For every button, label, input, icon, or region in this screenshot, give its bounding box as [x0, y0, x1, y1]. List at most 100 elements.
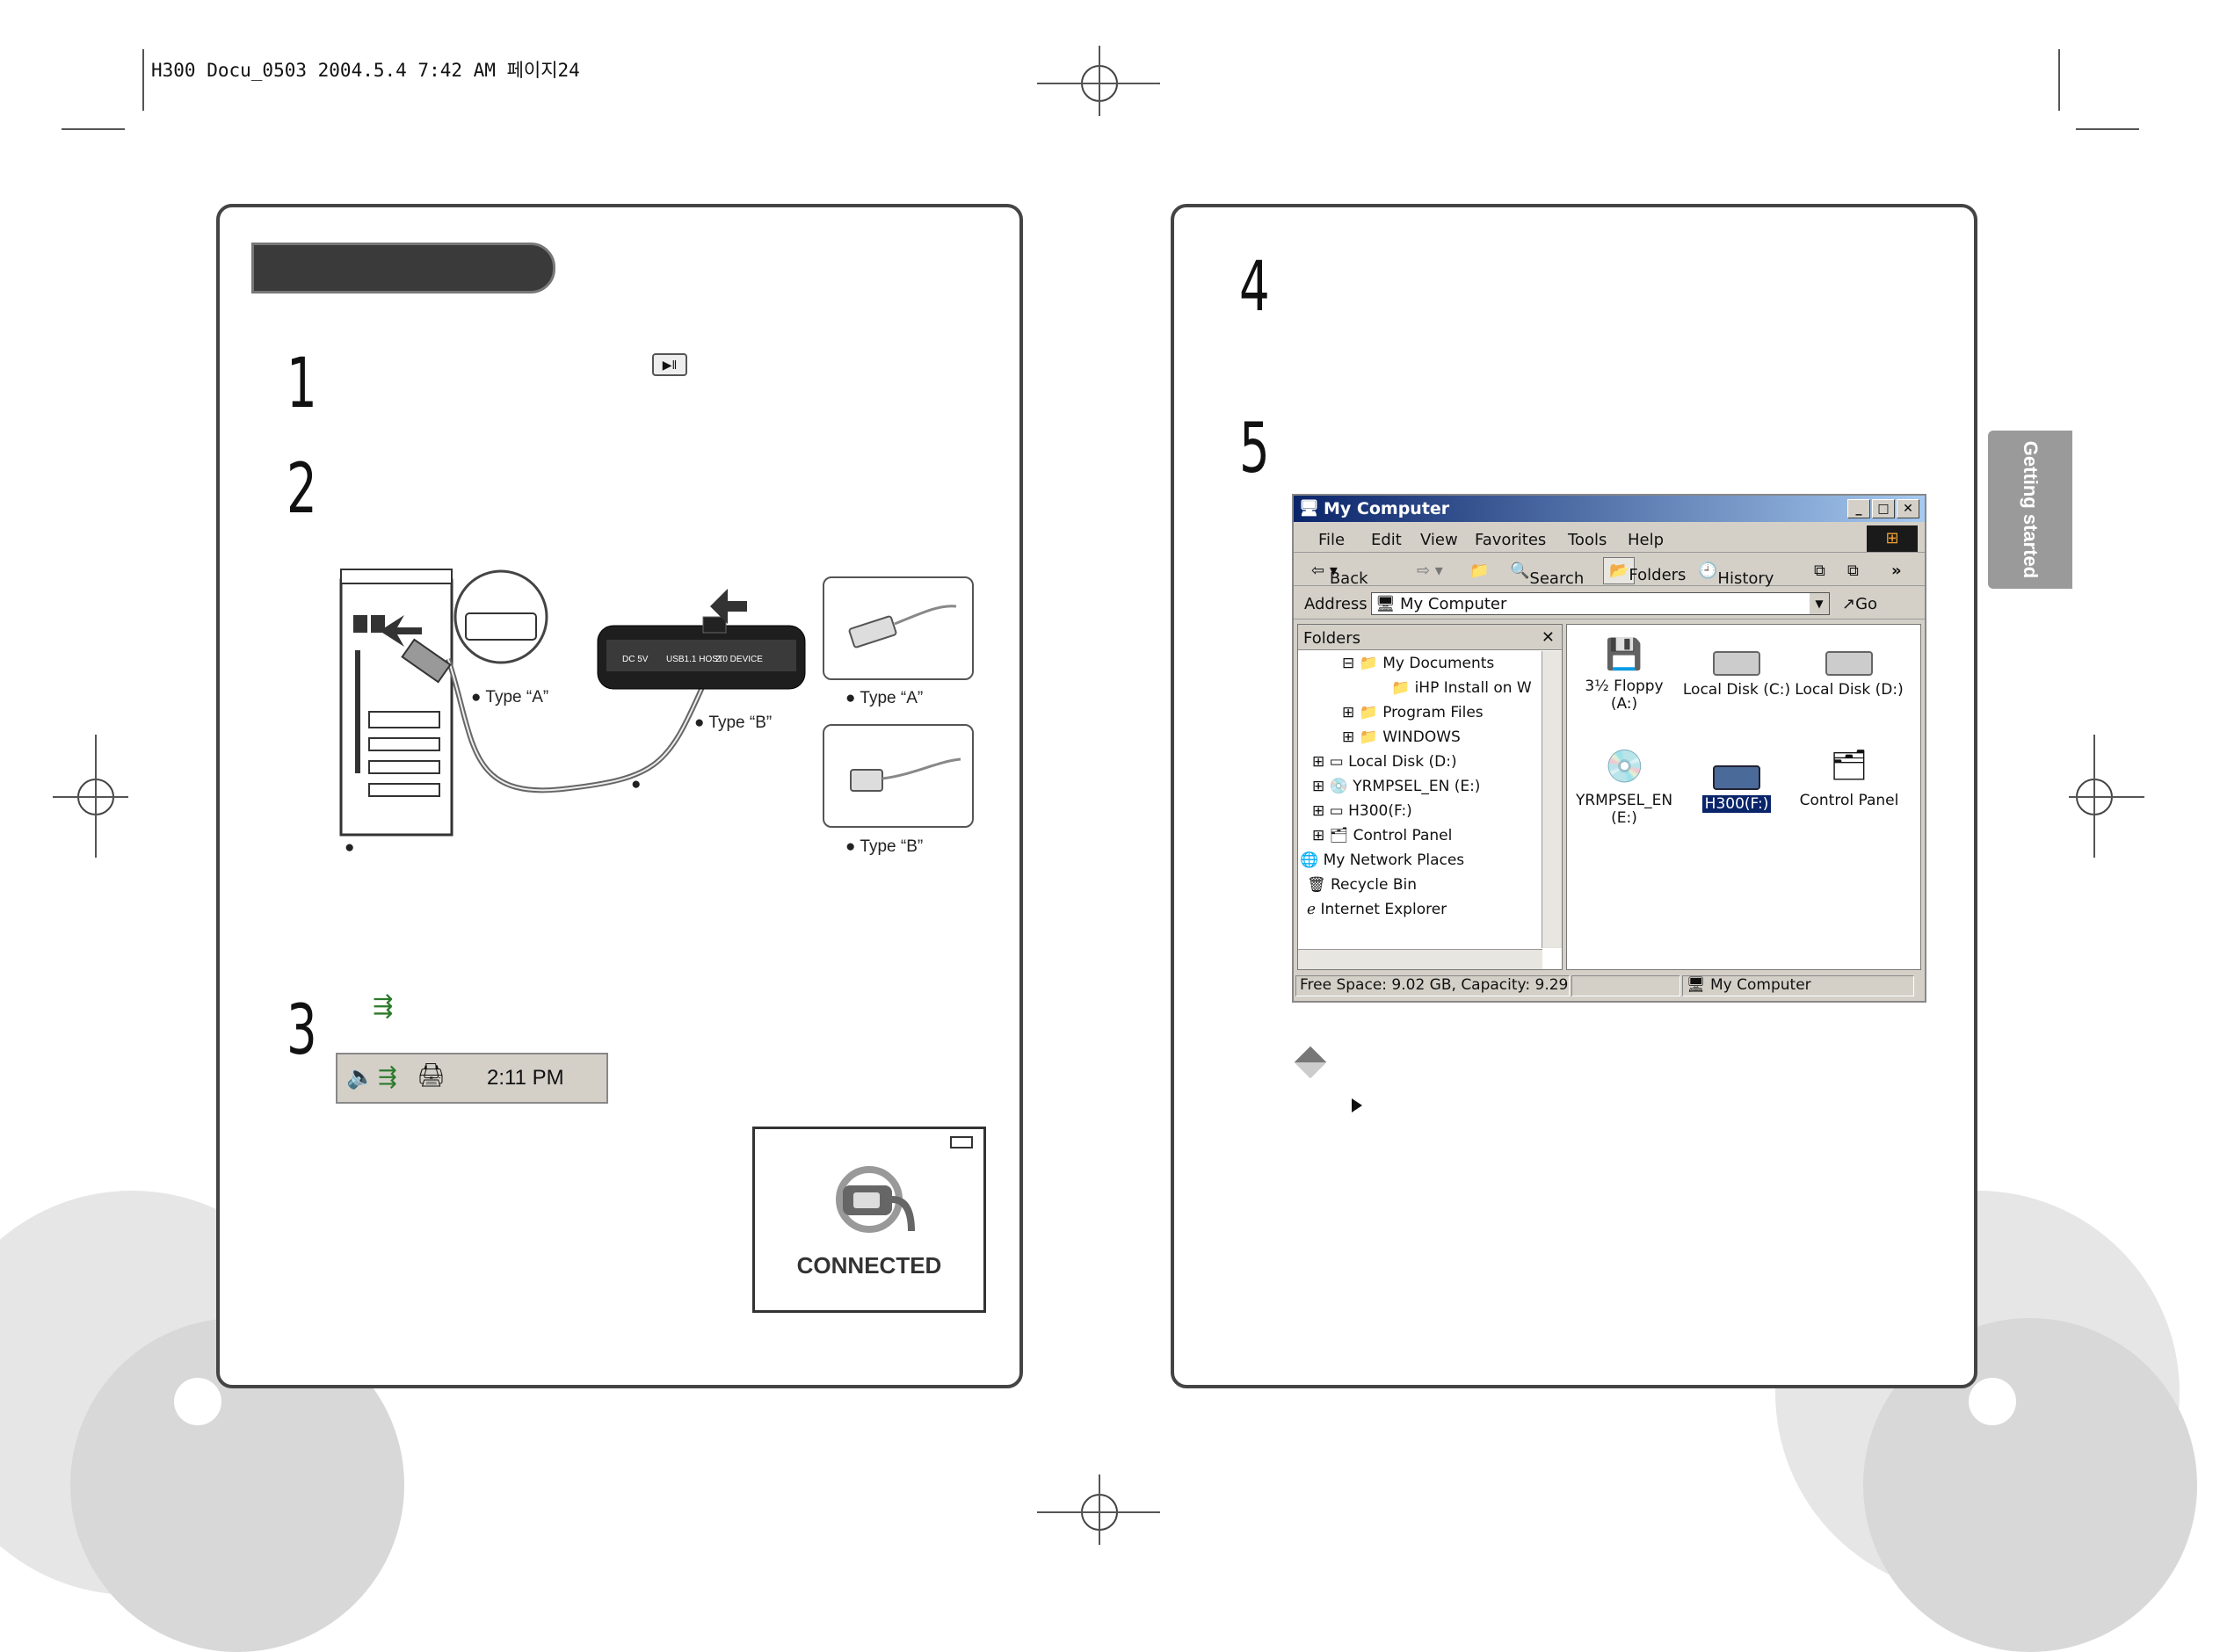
drive-floppy[interactable]: 💾 3½ Floppy (A:): [1567, 637, 1681, 713]
minimize-button[interactable]: _: [1847, 499, 1870, 518]
clock: 2:11 PM: [487, 1066, 564, 1090]
step-number-4: 4: [1239, 248, 1270, 327]
menu-favorites[interactable]: Favorites: [1475, 531, 1547, 549]
crop-mark: [2058, 49, 2060, 111]
tree-item[interactable]: ⊟ 📁 My Documents: [1342, 655, 1495, 672]
type-b-right-label: ● Type “B”: [845, 837, 924, 856]
crop-mark: [2076, 128, 2139, 130]
tree-item[interactable]: ⊞ ▭ Local Disk (D:): [1312, 753, 1457, 771]
tree-item[interactable]: ⊞ 📁 Program Files: [1342, 704, 1484, 721]
menu-bar: File Edit View Favorites Tools Help ⊞: [1294, 524, 1925, 553]
folders-button[interactable]: 📂Folders: [1603, 557, 1686, 584]
port-label-usb-device: 2.0 DEVICE: [715, 655, 763, 664]
computer-icon: 🖥: [1299, 499, 1319, 518]
computer-icon: 🖥: [1375, 595, 1396, 613]
item-label: Local Disk (C:): [1682, 681, 1791, 699]
copy-to-icon[interactable]: ⧉: [1847, 562, 1859, 580]
taskbar-tray: 🔈 ⇶ 🖨 2:11 PM: [336, 1053, 608, 1104]
side-tab-label: Getting started: [2020, 440, 2042, 579]
forward-button[interactable]: ⇨ ▾: [1417, 562, 1443, 580]
battery-icon: [950, 1136, 973, 1148]
play-pause-icon: ▶‖: [652, 353, 687, 376]
drive-cd-e[interactable]: 💿 YRMPSEL_EN (E:): [1567, 748, 1681, 827]
address-value: My Computer: [1400, 595, 1507, 613]
triangle-bullet-icon: [1352, 1098, 1362, 1112]
toolbar: ⇦ Back ▾ ⇨ ▾ 📁 🔍Search 📂Folders 🕘History…: [1294, 554, 1925, 588]
history-button[interactable]: 🕘History: [1698, 562, 1774, 588]
title-bar[interactable]: 🖥 My Computer _ □ ✕: [1294, 496, 1925, 522]
hard-disk-icon: [1713, 651, 1760, 676]
tree-item[interactable]: 🗑 Recycle Bin: [1307, 876, 1418, 894]
menu-file[interactable]: File: [1318, 531, 1346, 549]
back-button[interactable]: ⇦ Back ▾: [1311, 562, 1368, 588]
up-folder-icon[interactable]: 📁: [1469, 562, 1490, 580]
tree-item[interactable]: ℯ Internet Explorer: [1307, 901, 1447, 918]
status-bar: Free Space: 9.02 GB, Capacity: 9.29 🖥 My…: [1294, 974, 1925, 998]
tree-item[interactable]: ⊞ 💿 YRMPSEL_EN (E:): [1312, 778, 1481, 795]
bullet-dot: ●: [345, 838, 355, 857]
folders-pane-header: Folders ✕: [1298, 625, 1562, 650]
status-empty: [1571, 975, 1680, 996]
item-sublabel: (E:): [1611, 809, 1637, 827]
registration-line: [95, 735, 97, 858]
address-label: Address: [1304, 595, 1368, 613]
tree-item[interactable]: ⊞ ▭ H300(F:): [1312, 802, 1412, 820]
vertical-scrollbar[interactable]: [1542, 651, 1562, 948]
menu-tools[interactable]: Tools: [1568, 531, 1607, 549]
tree-item[interactable]: 📁 iHP Install on W: [1391, 679, 1532, 697]
bullet-dot: ●: [631, 775, 642, 793]
maximize-button[interactable]: □: [1872, 499, 1895, 518]
menu-edit[interactable]: Edit: [1371, 531, 1402, 549]
drive-local-c[interactable]: Local Disk (C:): [1680, 637, 1794, 699]
my-computer-window: 🖥 My Computer _ □ ✕ File Edit View Favor…: [1292, 494, 1926, 1003]
tree-item[interactable]: ⊞ 📁 WINDOWS: [1342, 728, 1461, 746]
item-label-selected: H300(F:): [1701, 795, 1772, 813]
windows-logo-icon: ⊞: [1867, 525, 1918, 552]
horizontal-scrollbar[interactable]: [1298, 949, 1542, 969]
port-label-dc: DC 5V: [622, 655, 649, 664]
registration-line: [53, 796, 128, 798]
address-input[interactable]: 🖥 My Computer ▼: [1371, 592, 1830, 615]
item-label: YRMPSEL_EN: [1575, 792, 1673, 809]
control-panel-item[interactable]: 🗂 Control Panel: [1792, 748, 1906, 809]
folders-pane: Folders ✕ ⊟ 📁 My Documents 📁 iHP Install…: [1297, 624, 1563, 970]
getting-started-tab[interactable]: Getting started: [1988, 431, 2072, 589]
close-button[interactable]: ✕: [1897, 499, 1919, 518]
hard-disk-icon: [1825, 651, 1873, 676]
move-to-icon[interactable]: ⧉: [1814, 562, 1825, 580]
printer-icon: 🖨: [417, 1061, 446, 1088]
search-button[interactable]: 🔍Search: [1510, 562, 1585, 588]
go-button[interactable]: ↗Go: [1842, 595, 1878, 613]
drive-local-d[interactable]: Local Disk (D:): [1792, 637, 1906, 699]
device-screen: CONNECTED: [752, 1127, 986, 1313]
connection-diagram: [339, 569, 806, 837]
registration-line: [1099, 46, 1100, 116]
print-header: H300 Docu_0503 2004.5.4 7:42 AM 페이지24: [151, 60, 580, 81]
close-pane-icon[interactable]: ✕: [1541, 628, 1555, 647]
dropdown-arrow-icon[interactable]: ▼: [1810, 593, 1829, 614]
tree-item[interactable]: 🌐 My Network Places: [1300, 851, 1465, 869]
folders-pane-title: Folders: [1303, 629, 1361, 648]
type-a-right-label: ● Type “A”: [845, 689, 924, 707]
more-chevron-icon[interactable]: »: [1891, 562, 1902, 580]
registration-line: [2069, 796, 2144, 798]
registration-line: [1099, 1474, 1100, 1545]
section-header-tag: [251, 243, 555, 293]
menu-view[interactable]: View: [1420, 531, 1458, 549]
drive-h300-f[interactable]: H300(F:): [1680, 748, 1794, 813]
usb-plug-icon: [836, 1166, 915, 1233]
speaker-icon: 🔈: [346, 1063, 375, 1090]
decor-disc: [1969, 1378, 2016, 1425]
connected-text: CONNECTED: [796, 1252, 942, 1279]
tree-item[interactable]: ⊞ 🗂 Control Panel: [1312, 827, 1453, 844]
crop-mark: [142, 49, 144, 111]
status-location: 🖥 My Computer: [1682, 975, 1914, 996]
port-label-usb-host: USB1.1 HOST: [666, 655, 724, 664]
type-a-connector-image: [823, 576, 974, 680]
type-a-label: ● Type “A”: [471, 688, 549, 706]
floppy-drive-icon: 💾: [1605, 637, 1643, 672]
menu-help[interactable]: Help: [1628, 531, 1665, 549]
step-number-5: 5: [1239, 409, 1270, 489]
address-bar: Address 🖥 My Computer ▼ ↗Go: [1294, 587, 1925, 620]
item-label: 3½ Floppy: [1585, 677, 1664, 695]
